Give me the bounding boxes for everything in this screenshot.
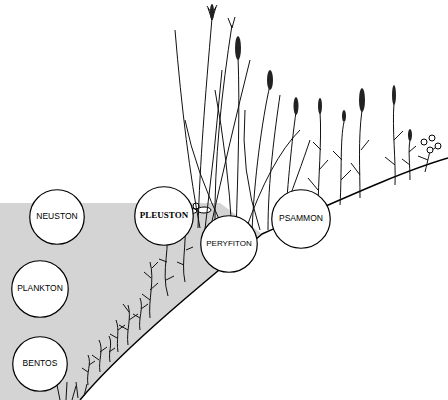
cattail-head	[267, 70, 273, 90]
water-weed	[82, 336, 115, 385]
flower-spike	[318, 98, 322, 114]
flower	[435, 143, 441, 149]
circle-shape	[201, 216, 258, 273]
text-holder: PLEUSTON	[134, 186, 194, 246]
cattail-head	[235, 36, 241, 60]
text-holder: BENTOS	[12, 336, 68, 392]
habitat-label: PSAMMON	[279, 214, 323, 223]
text-holder: PLANKTON	[11, 260, 69, 318]
plant-leaf	[308, 131, 438, 190]
habitat-circle: BENTOS	[12, 336, 68, 392]
flower	[427, 147, 433, 153]
cattail-heads	[210, 4, 299, 115]
cattail-head	[294, 97, 299, 115]
water-weed	[142, 262, 158, 318]
flower	[429, 135, 435, 141]
reed-plume	[207, 5, 235, 28]
habitat-circle: PERYFITON	[200, 215, 258, 273]
habitat-label: PERYFITON	[206, 240, 252, 249]
flower-spike	[359, 88, 365, 112]
circle-shape	[272, 190, 331, 249]
circle-shape	[135, 187, 194, 246]
text-holder: NEUSTON	[29, 189, 85, 245]
plant-stem	[318, 103, 431, 214]
circle-shape	[12, 261, 69, 318]
flower-spike	[392, 85, 396, 105]
flower-spike	[408, 129, 412, 141]
flower	[421, 139, 427, 145]
habitat-label: BENTOS	[23, 359, 58, 368]
shore-line	[80, 158, 448, 400]
bottom-grass	[57, 382, 87, 400]
text-holder: PERYFITON	[200, 215, 258, 273]
water-weed	[110, 298, 148, 352]
habitat-circle: PLANKTON	[11, 260, 69, 318]
flower-spikes	[318, 85, 412, 141]
habitat-label: PLEUSTON	[140, 211, 188, 221]
circle-shape	[30, 190, 85, 245]
habitat-circle: NEUSTON	[29, 189, 85, 245]
text-holder: PSAMMON	[271, 189, 331, 249]
habitat-circle: PLEUSTON	[134, 186, 194, 246]
cattail-head	[210, 4, 214, 20]
flower-spike	[342, 110, 346, 122]
habitat-label: NEUSTON	[36, 212, 77, 221]
shore-plants	[308, 103, 438, 214]
shore-flowers	[421, 135, 441, 153]
habitat-label: PLANKTON	[17, 284, 63, 293]
circle-shape	[13, 337, 68, 392]
habitat-circle: PSAMMON	[271, 189, 331, 249]
